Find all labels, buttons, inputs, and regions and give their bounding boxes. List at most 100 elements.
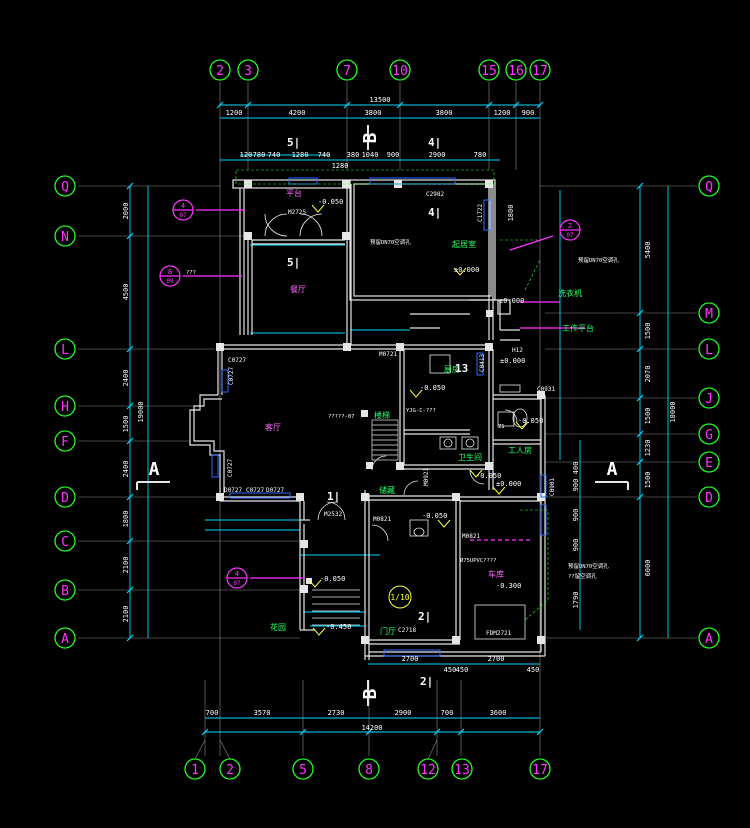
elev-050-d: -0.050 <box>476 472 501 480</box>
dim-top: 900 <box>522 109 535 117</box>
axis-label: N <box>61 230 69 245</box>
code-m0821b: M0821 <box>462 533 480 540</box>
elev-000-d: ±0.000 <box>499 297 524 305</box>
elev-000-a: ±0.000 <box>454 266 479 274</box>
dim-top2: 120 <box>240 151 253 159</box>
elev-000-b: ±0.000 <box>500 357 525 365</box>
section-marks <box>136 125 629 706</box>
dim-top2: 380 <box>347 151 360 159</box>
detail-bubble-num: 8 <box>168 268 172 276</box>
room-laundry: 洗衣机 <box>558 288 582 298</box>
code-fdm: FDM2721 <box>486 630 512 637</box>
code-m2725: M2725 <box>288 209 306 216</box>
code-c0727a: C0727 <box>228 357 246 364</box>
axis-label: 8 <box>365 763 373 778</box>
axis-label: A <box>61 632 69 647</box>
label-5a: 5| <box>287 136 300 149</box>
axis-bubble: Q <box>54 175 76 197</box>
room-number-labels: 5| 4| 4| 5| 13 1| 2| 2| <box>287 136 468 688</box>
detail-bubble: 8 09 <box>159 265 181 287</box>
detail-bubble-sheet: 07 <box>233 580 241 587</box>
code-c0727d: C0727 <box>246 487 264 494</box>
code-m0721: M0721 <box>379 351 397 358</box>
axis-label: Q <box>61 180 69 195</box>
dim-total-left: 19000 <box>137 401 145 422</box>
axis-label: C <box>61 535 69 550</box>
code-c0901: C0901 <box>549 478 556 496</box>
detail-index-bubbles: 4 07 8 09 4 07 2 07 <box>159 199 581 589</box>
dim-top2: 780 <box>253 151 266 159</box>
axis-label: E <box>705 456 713 471</box>
note-ac-c: 预留DN70空调孔 <box>568 562 609 570</box>
dim-bottom: 700 <box>206 709 219 717</box>
detail-bubble: 4 07 <box>172 199 194 221</box>
axis-label: A <box>705 632 713 647</box>
code-c0931: C0931 <box>537 386 555 393</box>
axis-bubble: 17 <box>529 758 551 780</box>
axis-label: 16 <box>508 64 524 79</box>
room-names: 客厅 餐厅 厨房 起居室 卫生间 楼梯 工人房 车库 门厅 平台 洗衣机 储藏 … <box>265 188 594 636</box>
dim-left: 2400 <box>122 370 130 387</box>
axis-label: J <box>705 392 713 407</box>
code-c0727b: C0727 <box>228 367 235 385</box>
axis-bubble: B <box>54 579 76 601</box>
axis-label: 2 <box>216 64 224 79</box>
label-2b: 2| <box>420 675 433 688</box>
dimension-text-top: 13500 1200 4200 3800 3800 1200 900 120 7… <box>226 96 535 170</box>
elev-050-e: -0.050 <box>320 575 345 583</box>
section-letters: B B A A <box>149 132 618 699</box>
label-4a: 4| <box>428 136 441 149</box>
dim-top: 3800 <box>436 109 453 117</box>
dimension-text-left: 19000 2000 4500 2400 1500 2400 1800 2100… <box>122 203 145 623</box>
windows <box>211 177 547 657</box>
label-4b: 4| <box>428 206 441 219</box>
room-master: 起居室 <box>452 239 476 249</box>
axis-bubble: 3 <box>237 59 259 81</box>
axis-label: D <box>705 491 713 506</box>
dim-top2: 1280 <box>332 162 349 170</box>
dim-left: 2000 <box>122 203 130 220</box>
code-h12: H12 <box>512 347 523 354</box>
dim-right2: 400 <box>572 462 580 475</box>
detail-bubble: 4 07 <box>226 567 248 589</box>
elev-050-b: -0.050 <box>420 384 445 392</box>
section-label-right: A <box>607 459 618 480</box>
dim-top: 1200 <box>226 109 243 117</box>
code-c0727c: C0727 <box>227 459 234 477</box>
axis-label: 10 <box>392 64 408 79</box>
axis-bubble: G <box>698 423 720 445</box>
tag-pvc: Ø75UPVC???? <box>460 557 496 564</box>
label-13: 13 <box>455 362 468 375</box>
dim-top2: 780 <box>474 151 487 159</box>
room-dining: 餐厅 <box>290 285 306 294</box>
room-garage: 车库 <box>488 569 504 579</box>
dim-right: 1500 <box>644 408 652 425</box>
detail-bubble-sheet: 07 <box>566 232 574 239</box>
axis-bubbles-right: Q M L J G E D A <box>698 175 720 649</box>
section-label-bottom: B <box>360 688 381 699</box>
code-c0413: C0413 <box>479 354 486 372</box>
dimension-text-right: 18000 5400 1500 2070 1500 1230 1500 6000… <box>507 205 677 609</box>
dim-top: 4200 <box>289 109 306 117</box>
code-c1722: C1722 <box>477 204 484 222</box>
elev-050-a: -0.050 <box>318 198 343 206</box>
outline-dashes <box>235 169 549 621</box>
note-ac-a: 预留DN70空调孔 <box>370 238 411 246</box>
dim-left: 2400 <box>122 461 130 478</box>
code-m0821a: M0821 <box>373 516 391 523</box>
dim-left: 2100 <box>122 557 130 574</box>
note-ac-d: ??留空调孔 <box>568 572 597 580</box>
dimension-text-bottom: 700 3570 2730 2900 700 3600 14200 2700 4… <box>206 655 540 732</box>
detail-leaders <box>183 209 585 579</box>
tag-z: Z1 <box>498 424 505 430</box>
section-label-top: B <box>360 132 381 143</box>
dim-bottom: 3600 <box>490 709 507 717</box>
room-work-deck: 工作平台 <box>562 323 594 333</box>
dim-bottom2: 2700 <box>402 655 419 663</box>
axis-bubble: E <box>698 451 720 473</box>
axis-bubble: 8 <box>358 758 380 780</box>
stair-treads <box>312 419 399 626</box>
code-c2718: C2718 <box>398 627 416 634</box>
dim-right2: 900 <box>572 479 580 492</box>
axis-bubble: M <box>698 302 720 324</box>
